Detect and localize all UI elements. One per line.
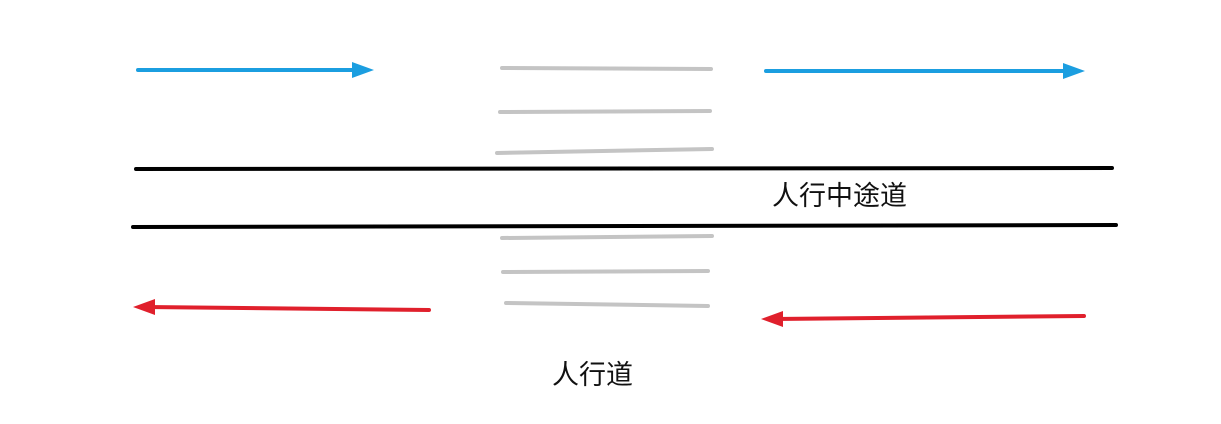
westbound-arrow-right (772, 314, 1086, 321)
lower-lane-arrows (133, 299, 1086, 327)
crosswalk-label: 人行道 (552, 360, 633, 391)
westbound-arrow-left (144, 305, 431, 312)
median-strip-label: 人行中途道 (772, 181, 907, 212)
crosswalk-upper (495, 66, 714, 155)
median-edge-bottom (131, 223, 1118, 229)
crosswalk-stripe (498, 109, 712, 114)
crosswalk-stripe (504, 301, 710, 308)
crosswalk-stripe (500, 234, 714, 240)
median-edge-top (134, 166, 1114, 171)
westbound-arrow-left-head (133, 299, 155, 315)
crosswalk-stripe (501, 269, 710, 274)
crosswalk-stripe (495, 147, 714, 155)
westbound-arrow-right-head (761, 311, 783, 327)
eastbound-arrow-right-head (1063, 63, 1085, 79)
upper-lane-arrows (136, 62, 1085, 79)
crosswalk-stripe (500, 66, 713, 71)
median-strip (131, 166, 1118, 229)
crosswalk-lower (500, 234, 714, 308)
eastbound-arrow-left-head (352, 62, 374, 78)
